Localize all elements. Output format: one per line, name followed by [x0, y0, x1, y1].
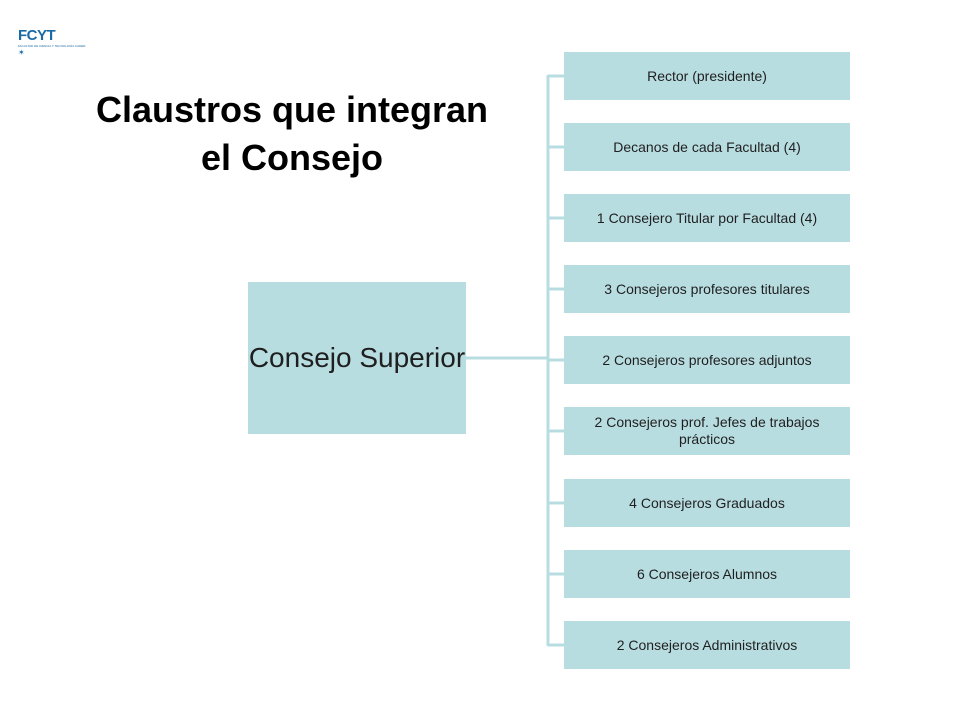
root-node-label: Consejo Superior — [248, 342, 466, 373]
child-node-administrativos: 2 Consejeros Administrativos — [564, 621, 850, 669]
fcyt-logo: FCYT FACULTAD DE CIENCIA Y TECNOLOGÍA UA… — [18, 27, 86, 72]
child-node-jefes-trabajos-practicos: 2 Consejeros prof. Jefes de trabajos prá… — [564, 407, 850, 455]
root-node-consejo-superior: Consejo Superior — [248, 282, 466, 434]
child-node-label: 2 Consejeros Administrativos — [616, 636, 798, 653]
logo-text: FCYT — [18, 27, 56, 44]
child-node-profesores-titulares: 3 Consejeros profesores titulares — [564, 265, 850, 313]
slide-title-line-2: el Consejo — [200, 137, 384, 178]
child-node-label: Rector (presidente) — [647, 67, 767, 84]
child-node-label: 2 Consejeros profesores adjuntos — [602, 351, 812, 368]
child-node-graduados: 4 Consejeros Graduados — [564, 479, 850, 527]
slide-title-line-1: Claustros que integran — [95, 89, 489, 130]
child-node-consejero-titular: 1 Consejero Titular por Facultad (4) — [564, 194, 850, 242]
child-node-label: 1 Consejero Titular por Facultad (4) — [596, 209, 818, 226]
child-node-decanos: Decanos de cada Facultad (4) — [564, 123, 850, 171]
child-node-label: 3 Consejeros profesores titulares — [604, 280, 810, 297]
child-node-rector: Rector (presidente) — [564, 52, 850, 100]
child-node-label: 2 Consejeros prof. Jefes de trabajos prá… — [594, 414, 820, 447]
child-node-alumnos: 6 Consejeros Alumnos — [564, 550, 850, 598]
slide-title: Claustros que integran el Consejo — [52, 86, 532, 182]
logo-mark-icon: ✶ — [18, 48, 25, 57]
child-node-label: Decanos de cada Facultad (4) — [613, 138, 801, 155]
child-node-profesores-adjuntos: 2 Consejeros profesores adjuntos — [564, 336, 850, 384]
child-node-label: 6 Consejeros Alumnos — [636, 565, 778, 582]
child-node-label: 4 Consejeros Graduados — [629, 494, 785, 511]
logo-subtitle: FACULTAD DE CIENCIA Y TECNOLOGÍA UADER — [18, 44, 86, 48]
